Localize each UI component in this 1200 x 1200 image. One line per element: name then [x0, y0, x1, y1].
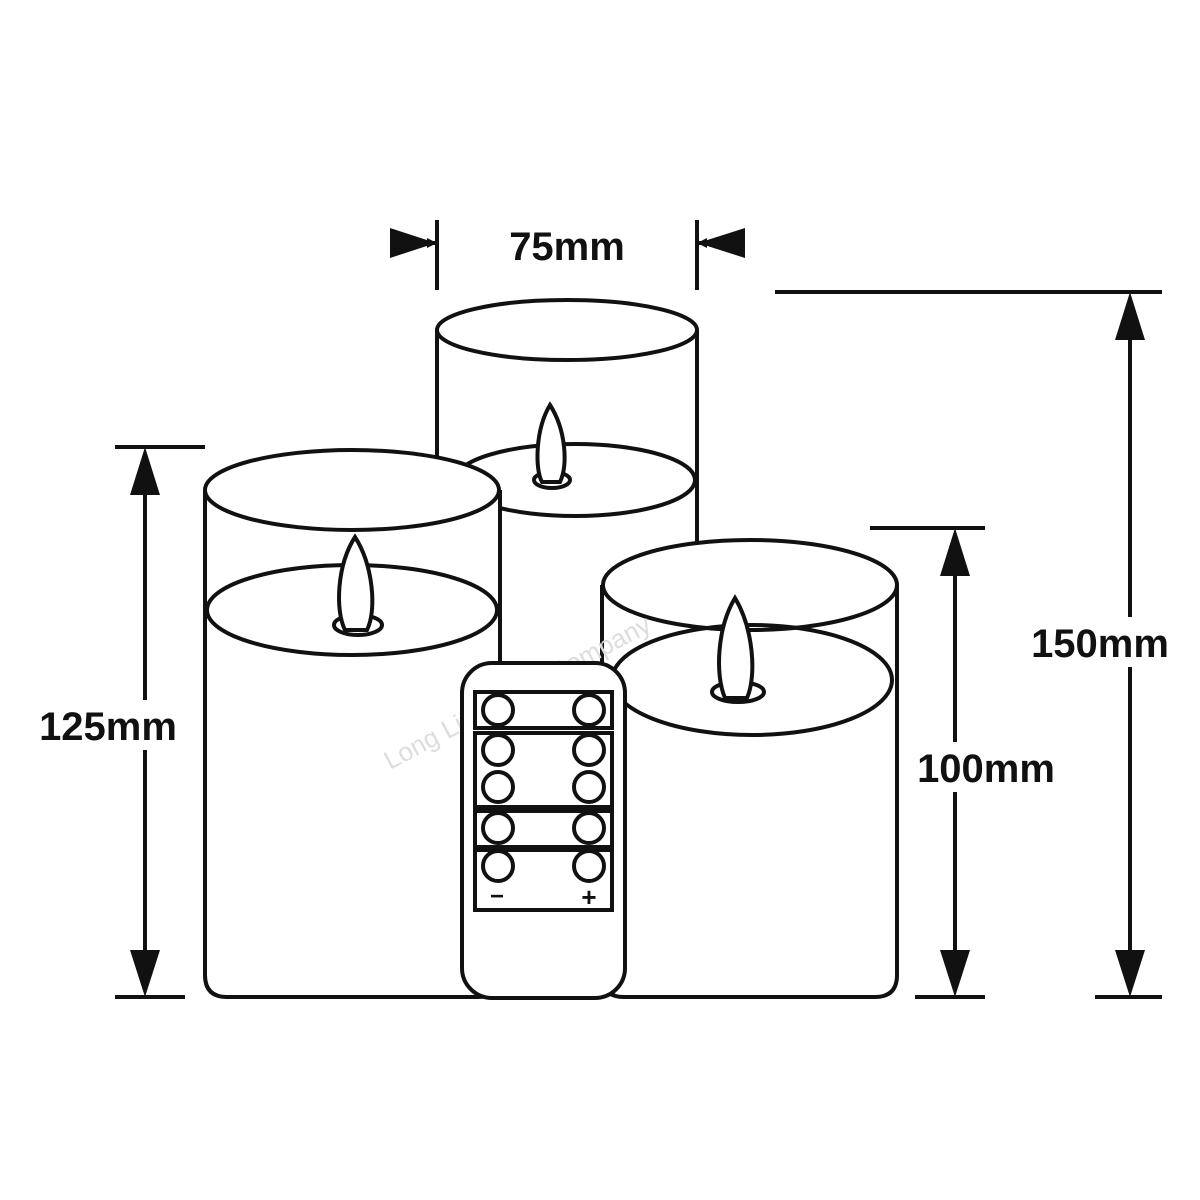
- right-height-label: 100mm: [917, 747, 1055, 791]
- right-height-dimension: 100mm: [870, 526, 1072, 999]
- left-height-label: 125mm: [39, 705, 177, 749]
- back-height-label: 150mm: [1031, 622, 1169, 666]
- flame-icon: [710, 594, 766, 704]
- width-dimension: 75mm: [390, 220, 745, 290]
- minus-label: −: [490, 883, 504, 910]
- flame-icon: [332, 533, 384, 637]
- remote-buttons: [481, 693, 606, 883]
- width-label: 75mm: [509, 225, 625, 269]
- right-candle: [600, 538, 899, 999]
- back-height-dimension: 150mm: [775, 290, 1187, 999]
- plus-label: +: [581, 882, 596, 912]
- left-height-dimension: 125mm: [20, 445, 205, 999]
- left-candle: [203, 448, 502, 999]
- flame-icon: [532, 401, 572, 490]
- remote-control: − +: [460, 661, 627, 1000]
